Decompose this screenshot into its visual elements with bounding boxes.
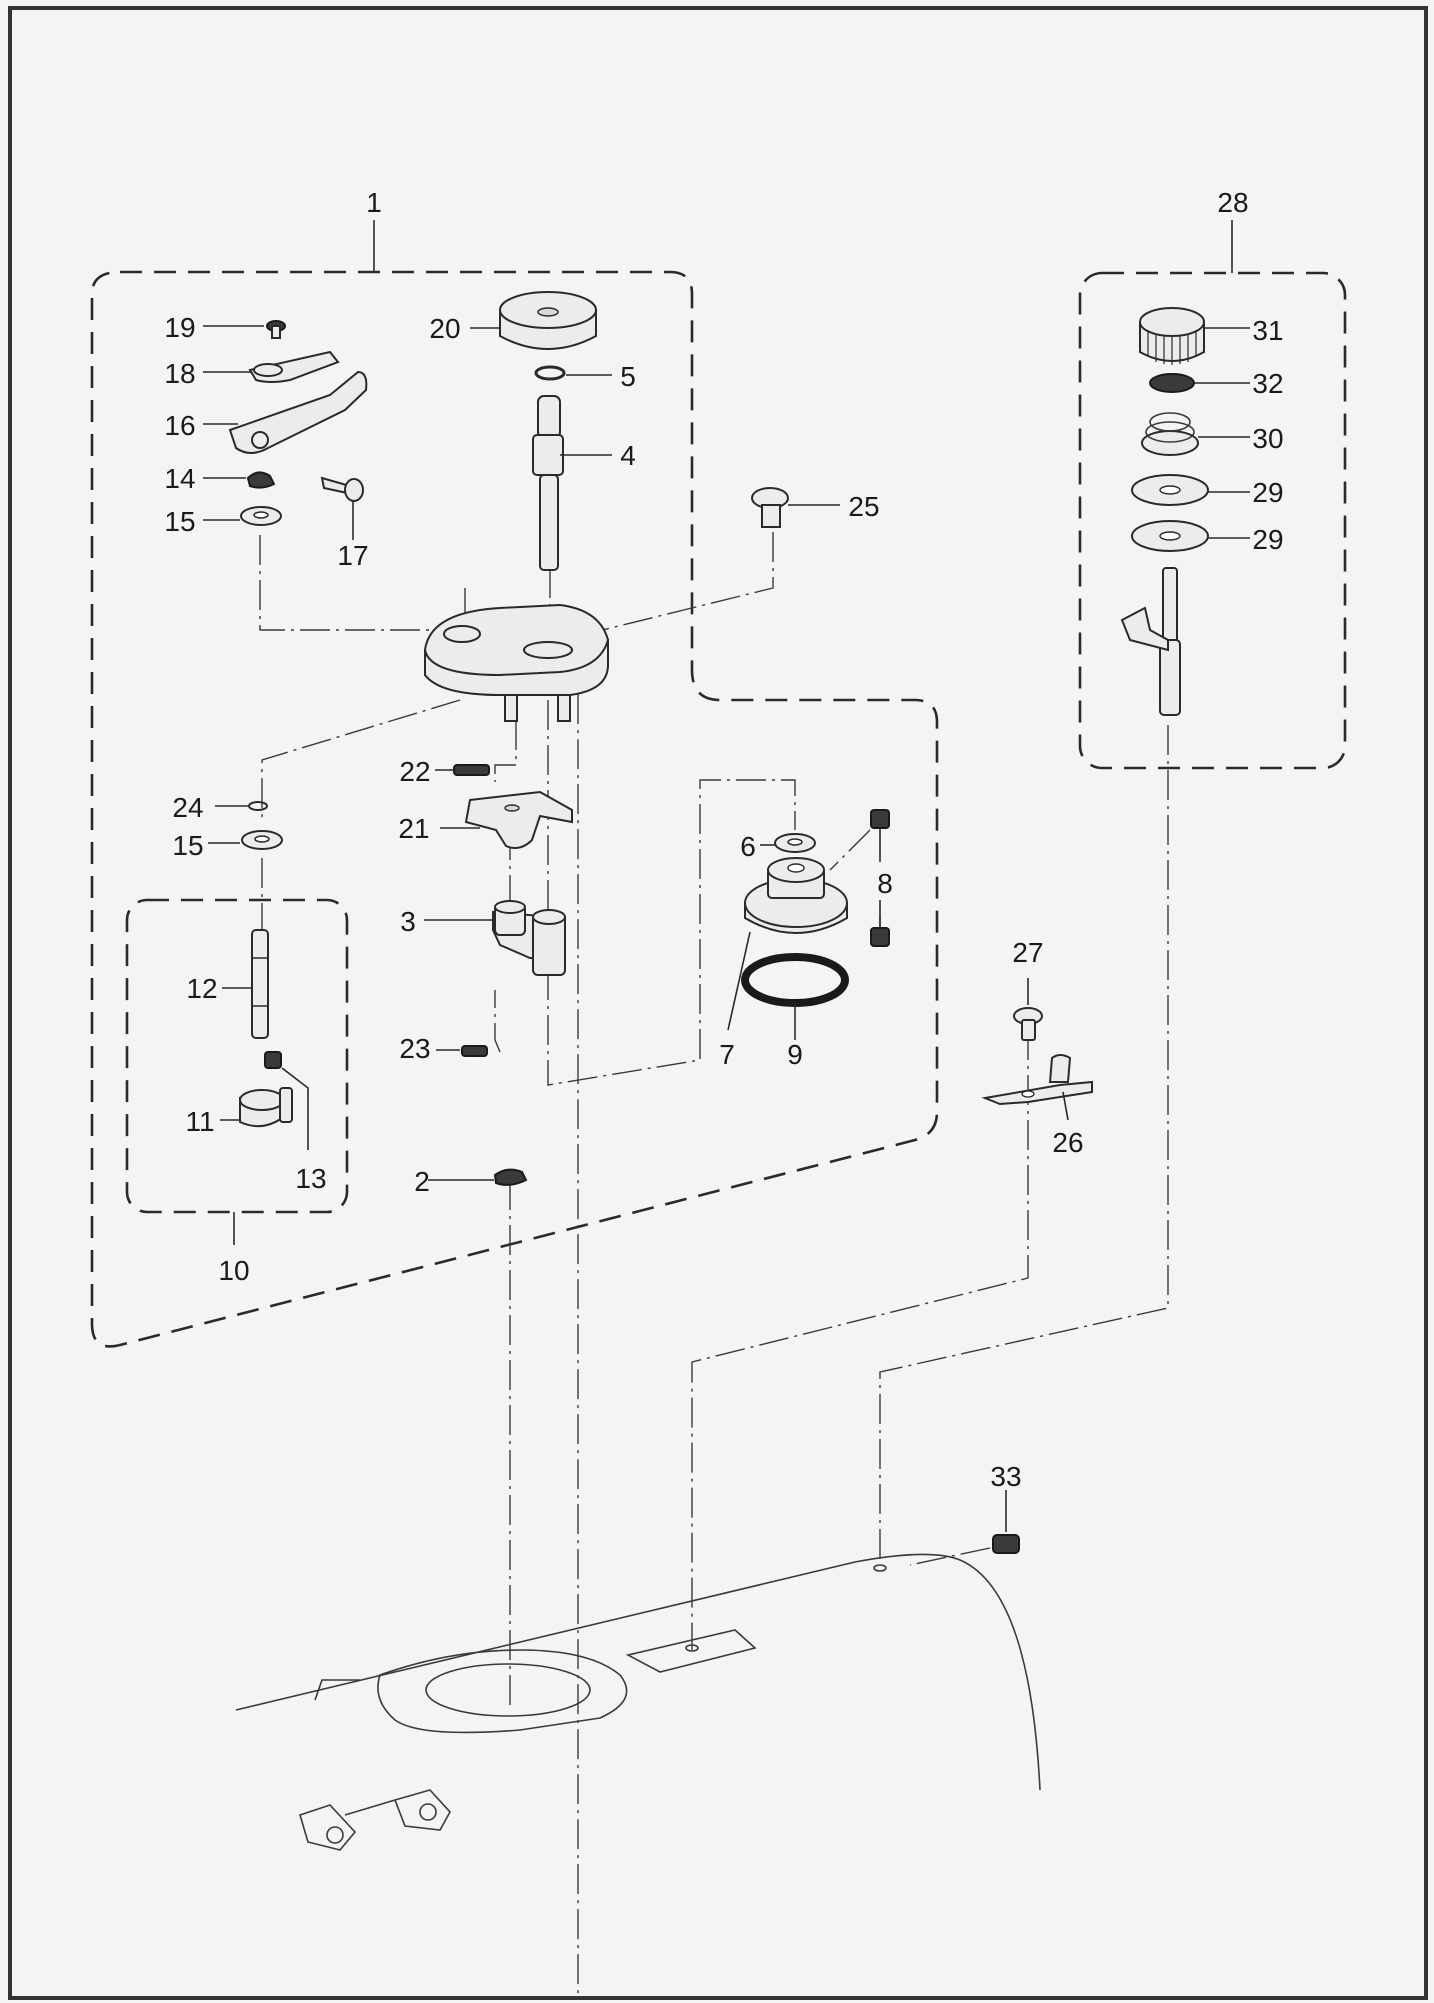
- label-29-lower: 29: [1252, 524, 1283, 555]
- label-8: 8: [877, 868, 893, 899]
- label-5: 5: [620, 361, 636, 392]
- disc-32: [1149, 373, 1195, 393]
- e-ring-2: [493, 1168, 528, 1186]
- tension-disc-29b: [1131, 520, 1209, 552]
- label-24: 24: [172, 792, 203, 823]
- label-29-upper: 29: [1252, 477, 1283, 508]
- tension-disc-29a: [1131, 474, 1209, 506]
- set-screw-8b: [870, 927, 890, 947]
- screw-25: [751, 487, 789, 528]
- bracket-26: [981, 1054, 1093, 1106]
- label-15-top: 15: [164, 506, 195, 537]
- set-screw-13: [264, 1051, 282, 1069]
- screw-19: [266, 320, 286, 339]
- hook-base-plate: [423, 603, 610, 722]
- group-10-outline: [125, 898, 349, 1214]
- ring-24: [248, 801, 268, 811]
- label-32: 32: [1252, 368, 1283, 399]
- washer-6: [774, 833, 816, 853]
- e-ring-14: [246, 471, 276, 489]
- label-12: 12: [186, 973, 217, 1004]
- label-25: 25: [848, 491, 879, 522]
- pulley-7: [744, 857, 848, 934]
- label-16: 16: [164, 410, 195, 441]
- leader-lines: [203, 220, 1250, 1532]
- set-screw-8a: [870, 809, 890, 829]
- washer-15-top: [240, 506, 282, 526]
- label-18: 18: [164, 358, 195, 389]
- label-27: 27: [1012, 937, 1043, 968]
- label-30: 30: [1252, 423, 1283, 454]
- washer-15-lower: [241, 830, 283, 850]
- belt-9: [741, 953, 849, 1007]
- holder-3: [492, 900, 566, 976]
- part-labels: 1 28 19 18 16 14 15 17 20 5 4 25 22 21 2…: [164, 187, 1283, 1492]
- lever-16: [228, 370, 368, 454]
- tension-stud: [1120, 567, 1181, 716]
- machine-bed: [235, 1553, 1041, 1851]
- set-screw-33: [992, 1534, 1020, 1554]
- label-13: 13: [295, 1163, 326, 1194]
- collar-11: [239, 1087, 293, 1128]
- label-9: 9: [787, 1039, 803, 1070]
- label-33: 33: [990, 1461, 1021, 1492]
- assembly-lines: [259, 532, 1169, 2000]
- label-19: 19: [164, 312, 195, 343]
- group-28-outline: [1078, 271, 1347, 770]
- label-1: 1: [366, 187, 382, 218]
- knob-31: [1139, 307, 1205, 365]
- screw-27: [1013, 1007, 1043, 1041]
- ring-5: [534, 365, 566, 381]
- label-10: 10: [218, 1255, 249, 1286]
- spring-22: [453, 764, 490, 776]
- plate-18: [248, 350, 340, 383]
- spring-30: [1141, 412, 1199, 456]
- label-4: 4: [620, 440, 636, 471]
- pin-12: [251, 929, 269, 1039]
- label-23: 23: [399, 1033, 430, 1064]
- label-31: 31: [1252, 315, 1283, 346]
- shaft-4: [532, 395, 564, 571]
- spring-23: [461, 1045, 488, 1057]
- label-7: 7: [719, 1039, 735, 1070]
- group-1-outline: [90, 270, 939, 1348]
- label-22: 22: [399, 756, 430, 787]
- bracket-21: [464, 790, 573, 849]
- screw-17: [320, 476, 364, 502]
- label-11: 11: [185, 1106, 214, 1137]
- page-border: [8, 6, 1428, 2000]
- label-28: 28: [1217, 187, 1248, 218]
- label-3: 3: [400, 906, 416, 937]
- label-6: 6: [740, 831, 756, 862]
- label-20: 20: [429, 313, 460, 344]
- label-26: 26: [1052, 1127, 1083, 1158]
- label-2: 2: [414, 1166, 430, 1197]
- disc-20: [499, 291, 597, 350]
- label-14: 14: [164, 463, 195, 494]
- label-21: 21: [398, 813, 429, 844]
- label-15-lower: 15: [172, 830, 203, 861]
- label-17: 17: [337, 540, 368, 571]
